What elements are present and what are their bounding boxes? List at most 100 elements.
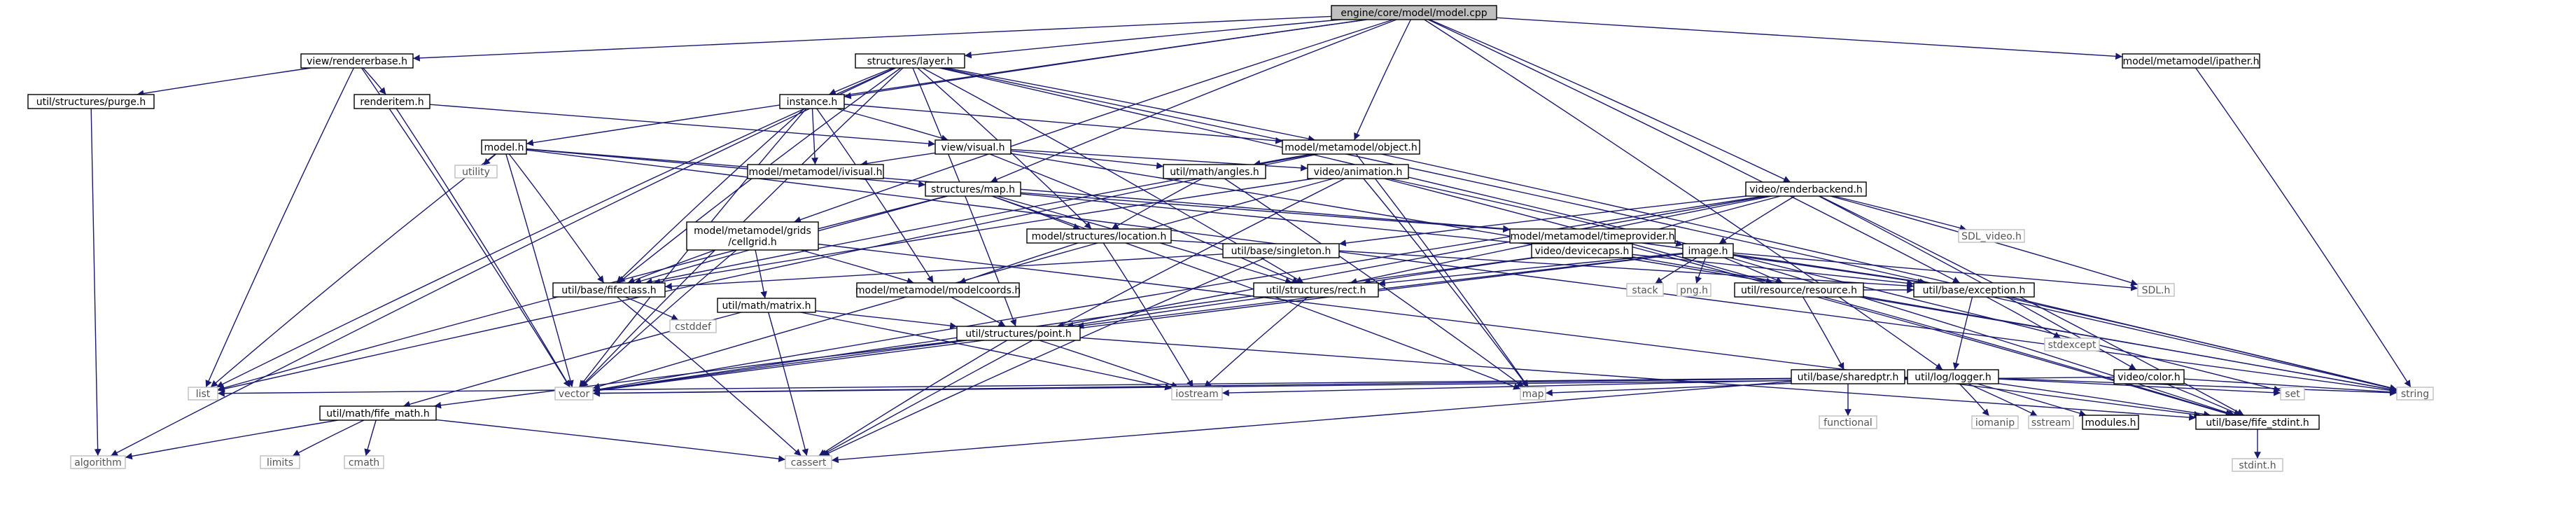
node-box-singleton — [1222, 243, 1340, 258]
edge-root-to-structureslayer — [964, 19, 1341, 59]
edge-point-to-vector — [592, 340, 967, 394]
node-instance[interactable]: instance.h — [779, 94, 845, 109]
node-singleton[interactable]: util/base/singleton.h — [1222, 243, 1340, 258]
node-box-modulesh — [2082, 415, 2139, 430]
node-point[interactable]: util/structures/point.h — [956, 326, 1081, 341]
node-cmath: cmath — [344, 455, 384, 469]
node-purge[interactable]: util/structures/purge.h — [27, 94, 155, 109]
edge-logger-to-iomanip — [1959, 383, 1990, 417]
node-label-location: model/structures/location.h — [1032, 231, 1167, 242]
edge-image-to-stack — [1655, 257, 1698, 284]
edge-image-to-sdlh — [1732, 252, 2138, 291]
node-viewvisual[interactable]: view/visual.h — [934, 139, 1011, 155]
node-cellgrid[interactable]: model/metamodel/grids/cellgrid.h — [686, 221, 819, 251]
node-box-stack — [1626, 283, 1664, 297]
edge-matrix-to-cassert — [768, 312, 808, 457]
node-modelcoords[interactable]: model/metamodel/modelcoords.h — [855, 282, 1021, 298]
node-rect[interactable]: util/structures/rect.h — [1253, 282, 1379, 298]
edge-modelh-to-fifeclass — [508, 153, 605, 284]
edge-root-to-cellgrid — [794, 19, 1394, 223]
node-root[interactable]: engine/core/model/model.cpp — [1331, 5, 1497, 20]
node-devicecaps[interactable]: video/devicecaps.h — [1531, 243, 1633, 258]
node-box-sstream — [2028, 415, 2074, 429]
edge-instance-to-viewvisual — [836, 108, 948, 141]
node-resource[interactable]: util/resource/resource.h — [1734, 282, 1864, 298]
node-structureslayer[interactable]: structures/layer.h — [855, 53, 965, 69]
edge-renderbackend-to-sdlvideo — [1833, 195, 1967, 232]
edge-cellgrid-to-stdint — [818, 243, 2202, 418]
node-color[interactable]: video/color.h — [2113, 369, 2185, 384]
node-modelh[interactable]: model.h — [481, 139, 527, 155]
node-label-sharedptr: util/base/sharedptr.h — [1798, 372, 1899, 383]
edge-viewrendererbase-to-purge — [136, 67, 312, 97]
edge-renderitem-to-vector — [396, 108, 570, 388]
edge-renderbackend-to-point — [1056, 195, 1768, 328]
node-label-fifeclass: util/base/fifeclass.h — [561, 285, 656, 296]
edge-modelh-to-list — [210, 153, 496, 388]
edge-modelh-to-vector — [505, 153, 574, 388]
node-modulesh[interactable]: modules.h — [2082, 415, 2139, 430]
edge-root-to-renderbackend — [1429, 19, 1791, 183]
node-label-ivisual: model/metamodel/ivisual.h — [749, 167, 883, 178]
node-label-cellgrid: /cellgrid.h — [728, 237, 777, 248]
node-label-map: map — [1522, 389, 1544, 400]
node-renderitem[interactable]: renderitem.h — [354, 94, 430, 109]
node-logger[interactable]: util/log/logger.h — [1907, 369, 1999, 384]
node-renderbackend[interactable]: video/renderbackend.h — [1745, 181, 1867, 197]
node-label-logger: util/log/logger.h — [1914, 372, 1991, 383]
node-matrix[interactable]: util/math/matrix.h — [717, 298, 816, 313]
edge-point-to-fifemath — [434, 340, 962, 409]
node-box-stdexcept — [2044, 338, 2100, 352]
node-label-stack: stack — [1632, 285, 1658, 296]
node-timeprovider[interactable]: model/metamodel/timeprovider.h — [1509, 228, 1676, 244]
edge-root-to-modelh — [526, 19, 1367, 146]
node-image[interactable]: image.h — [1682, 243, 1734, 258]
node-box-functional — [1819, 415, 1877, 429]
node-limits: limits — [260, 455, 300, 469]
node-animation[interactable]: video/animation.h — [1307, 164, 1409, 179]
node-viewrendererbase[interactable]: view/rendererbase.h — [300, 53, 414, 69]
node-box-image — [1682, 243, 1734, 258]
edge-image-to-resource — [1723, 257, 1784, 284]
node-box-algorithm — [70, 455, 126, 469]
node-label-point: util/structures/point.h — [965, 328, 1071, 340]
node-label-string: string — [2401, 389, 2429, 400]
node-object[interactable]: model/metamodel/object.h — [1282, 139, 1420, 155]
node-map: map — [1520, 387, 1546, 401]
edge-timeprovider-to-exception — [1642, 242, 1925, 286]
node-fifeclass[interactable]: util/base/fifeclass.h — [552, 282, 666, 298]
node-label-algorithm: algorithm — [74, 457, 122, 468]
node-ivisual[interactable]: model/metamodel/ivisual.h — [747, 164, 884, 179]
edge-structureslayer-to-object — [946, 67, 1315, 142]
node-structuresmap[interactable]: structures/map.h — [925, 181, 1021, 197]
edge-viewrendererbase-to-vector — [360, 67, 570, 388]
edge-image-to-vector — [592, 253, 1684, 394]
node-ipather[interactable]: model/metamodel/ipather.h — [2122, 53, 2260, 69]
node-fifemath[interactable]: util/math/fife_math.h — [319, 405, 437, 421]
node-angles[interactable]: util/math/angles.h — [1163, 164, 1266, 179]
node-stdint[interactable]: util/base/fife_stdint.h — [2195, 415, 2320, 430]
node-box-cstddef — [669, 319, 717, 333]
node-sharedptr[interactable]: util/base/sharedptr.h — [1791, 369, 1905, 384]
node-label-stdexcept: stdexcept — [2048, 340, 2096, 351]
node-box-structureslayer — [855, 53, 965, 69]
node-cassert: cassert — [785, 455, 832, 469]
edge-matrix-to-iostream — [800, 312, 1172, 391]
node-label-modelcoords: model/metamodel/modelcoords.h — [855, 285, 1021, 296]
node-label-root: engine/core/model/model.cpp — [1340, 8, 1487, 19]
edge-sharedptr-to-cassert — [831, 380, 1792, 464]
edge-image-to-rect — [1378, 252, 1684, 286]
node-label-animation: video/animation.h — [1314, 167, 1403, 178]
edge-object-to-map — [1355, 153, 1529, 388]
edge-image-to-stdint — [1730, 257, 2236, 417]
node-box-structuresmap — [925, 181, 1021, 197]
edge-color-to-string — [2183, 378, 2398, 396]
node-location[interactable]: model/structures/location.h — [1026, 228, 1172, 244]
node-exception[interactable]: util/base/exception.h — [1913, 282, 2035, 298]
edge-root-to-ipather — [1496, 17, 2123, 60]
edge-structuresmap-to-exception — [1020, 193, 1914, 287]
edge-point-to-cassert — [818, 340, 1008, 457]
edges-layer — [90, 15, 2412, 464]
node-box-utility — [454, 165, 498, 179]
